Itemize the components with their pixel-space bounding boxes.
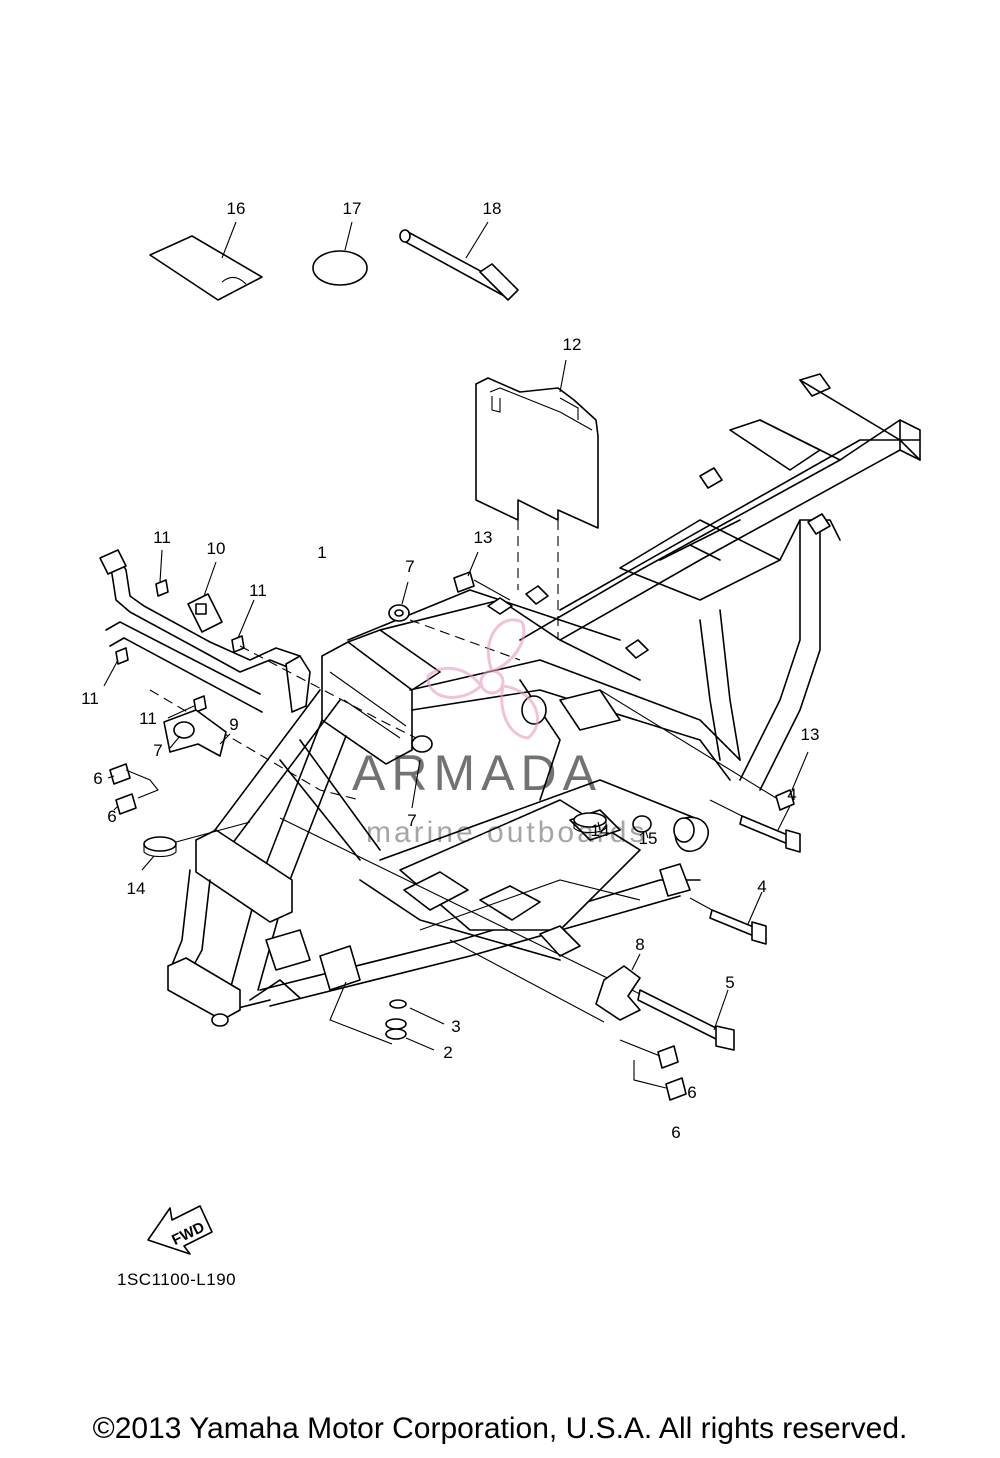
callout-numbers: 16 17 18 12 1 7 13 11 10 11 11 11 9 7 6 … (81, 199, 819, 1142)
callout-13-top: 13 (474, 528, 493, 547)
part-1-main-frame (167, 373, 921, 1027)
part-10-11-front-bracket (99, 549, 421, 801)
callout-4-lower: 4 (757, 877, 766, 896)
callout-9: 9 (229, 715, 238, 734)
part-4-bolts (689, 799, 801, 945)
callout-11-b: 11 (249, 581, 267, 600)
watermark-subtitle: marine outboards (366, 816, 647, 849)
callout-5: 5 (725, 973, 734, 992)
part-16-label-sheet (149, 221, 263, 301)
callout-11-c: 11 (81, 689, 99, 708)
callout-12: 12 (563, 335, 582, 354)
callout-1: 1 (317, 543, 326, 562)
watermark-title: ARMADA (352, 745, 602, 801)
callout-7-middle: 7 (407, 811, 416, 830)
callout-6-left-a: 6 (93, 769, 102, 788)
part-12-bracket (475, 359, 599, 640)
part-2-3-bushing (329, 981, 445, 1051)
diagram-code: 1SC1100-L190 (117, 1270, 237, 1289)
callout-14-left: 14 (127, 879, 146, 898)
fwd-arrow-icon: FWD (147, 1205, 213, 1255)
callout-14-right: 14 (591, 821, 610, 840)
part-6-bolts-left (107, 763, 159, 815)
callout-3: 3 (451, 1017, 460, 1036)
callout-8: 8 (635, 935, 644, 954)
part-6-bolts-right (619, 1039, 687, 1101)
part-15-grommet (632, 815, 652, 839)
callout-18: 18 (483, 199, 502, 218)
part-7-collars-middle (388, 581, 521, 809)
armada-watermark: ARMADA marine outboards (352, 618, 647, 849)
callout-15: 15 (639, 829, 658, 848)
part-5-long-bolt (279, 817, 735, 1051)
callout-17: 17 (343, 199, 362, 218)
callout-6-right-a: 6 (687, 1083, 696, 1102)
callout-6-right-b: 6 (671, 1123, 680, 1142)
callout-7-top: 7 (405, 557, 414, 576)
part-17-o-ring (312, 221, 368, 286)
part-14-clamp-right (573, 812, 607, 834)
part-18-shaft (399, 221, 519, 301)
part-13-bolts (453, 551, 809, 811)
callout-13-right: 13 (801, 725, 820, 744)
callout-16: 16 (227, 199, 246, 218)
part-14-clamp-left (141, 821, 251, 871)
propeller-logo-icon (426, 618, 539, 740)
copyright-notice: ©2013 Yamaha Motor Corporation, U.S.A. A… (92, 1412, 908, 1445)
callout-11-d: 11 (139, 709, 157, 728)
part-9-bracket (163, 709, 231, 757)
callout-11-a: 11 (153, 528, 171, 547)
callout-7-left: 7 (153, 741, 162, 760)
callout-6-left-b: 6 (107, 807, 116, 826)
callout-10: 10 (207, 539, 226, 558)
callout-2: 2 (443, 1043, 452, 1062)
part-7-collar-left (169, 721, 195, 749)
callout-4-upper: 4 (787, 785, 796, 804)
part-8-bracket (449, 939, 641, 1023)
